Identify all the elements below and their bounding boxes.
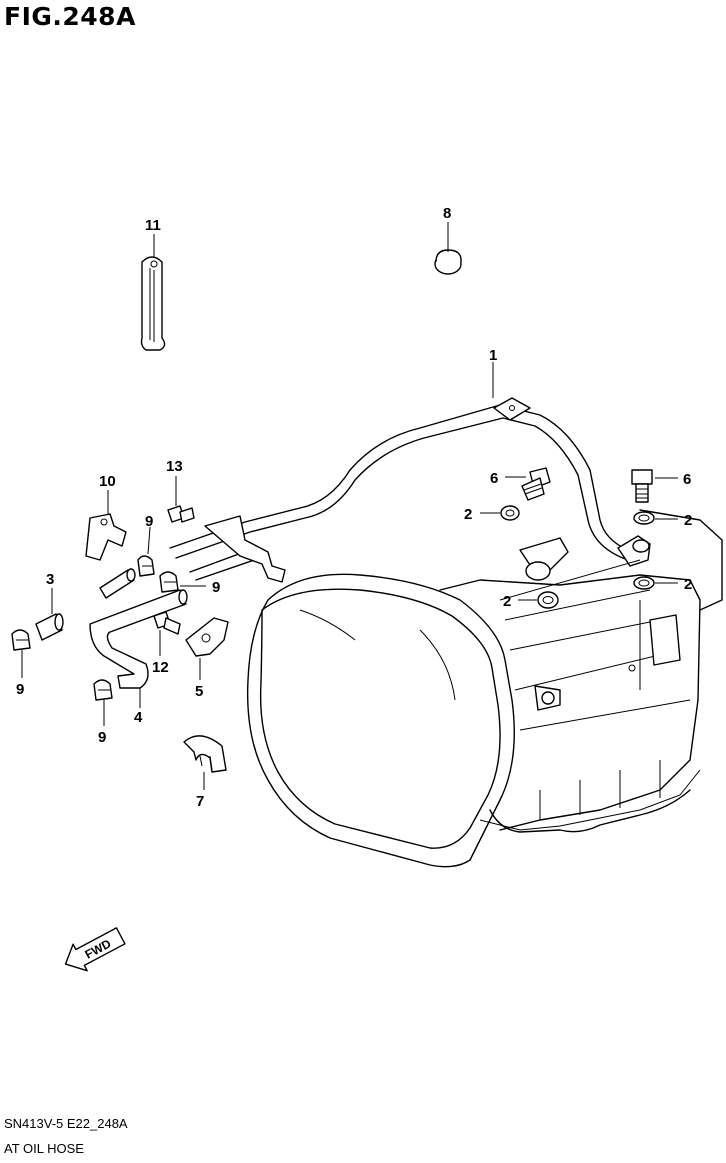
transmission-case bbox=[246, 509, 723, 868]
callout-8: 8 bbox=[443, 205, 451, 222]
callout-1: 1 bbox=[489, 347, 497, 364]
callout-2a: 2 bbox=[464, 506, 472, 523]
figure-title: FIG.248A bbox=[4, 2, 136, 31]
part-2-gasket-4[interactable] bbox=[633, 576, 655, 590]
part-6-union-bolt-right[interactable] bbox=[631, 469, 653, 503]
part-13-bolt[interactable] bbox=[167, 505, 195, 523]
part-1-oil-pipe[interactable] bbox=[169, 397, 651, 583]
callout-9c: 9 bbox=[16, 681, 24, 698]
callout-9d: 9 bbox=[98, 729, 106, 746]
part-9-clamp-a[interactable] bbox=[137, 555, 155, 577]
part-9-clamp-c[interactable] bbox=[11, 629, 31, 651]
part-5-bracket[interactable] bbox=[185, 617, 229, 657]
callout-3: 3 bbox=[46, 571, 54, 588]
part-10-bracket[interactable] bbox=[85, 513, 127, 561]
callout-12: 12 bbox=[152, 659, 169, 676]
part-3-hose[interactable] bbox=[35, 613, 64, 641]
callout-11: 11 bbox=[145, 217, 161, 234]
part-9-clamp-d[interactable] bbox=[93, 679, 113, 701]
drawing-title: AT OIL HOSE bbox=[4, 1141, 84, 1156]
fwd-arrow-icon: FWD bbox=[64, 927, 126, 972]
part-2-gasket-1[interactable] bbox=[500, 505, 520, 521]
callout-2b: 2 bbox=[684, 512, 692, 529]
callout-9a: 9 bbox=[145, 513, 153, 530]
part-8-plug[interactable] bbox=[434, 249, 462, 275]
part-12-bolt[interactable] bbox=[153, 611, 181, 635]
part-6-union-bolt-left[interactable] bbox=[521, 467, 551, 501]
callout-13: 13 bbox=[166, 458, 183, 475]
callout-2c: 2 bbox=[503, 593, 511, 610]
callout-7: 7 bbox=[196, 793, 204, 810]
part-4-hose[interactable] bbox=[89, 589, 188, 689]
part-7-clip[interactable] bbox=[183, 735, 227, 773]
part-2-gasket-2[interactable] bbox=[633, 511, 655, 525]
callout-6a: 6 bbox=[490, 470, 498, 487]
part-2-gasket-3[interactable] bbox=[537, 591, 559, 609]
part-9-clamp-b[interactable] bbox=[159, 571, 179, 593]
drawing-code: SN413V-5 E22_248A bbox=[4, 1116, 128, 1131]
callout-2d: 2 bbox=[684, 576, 692, 593]
callout-10: 10 bbox=[99, 473, 116, 490]
callout-4: 4 bbox=[134, 709, 143, 726]
callout-5: 5 bbox=[195, 683, 203, 700]
part-11-bracket[interactable] bbox=[140, 256, 166, 351]
callout-9b: 9 bbox=[212, 579, 220, 596]
callout-6b: 6 bbox=[683, 471, 691, 488]
part-hose-upper[interactable] bbox=[99, 568, 136, 599]
